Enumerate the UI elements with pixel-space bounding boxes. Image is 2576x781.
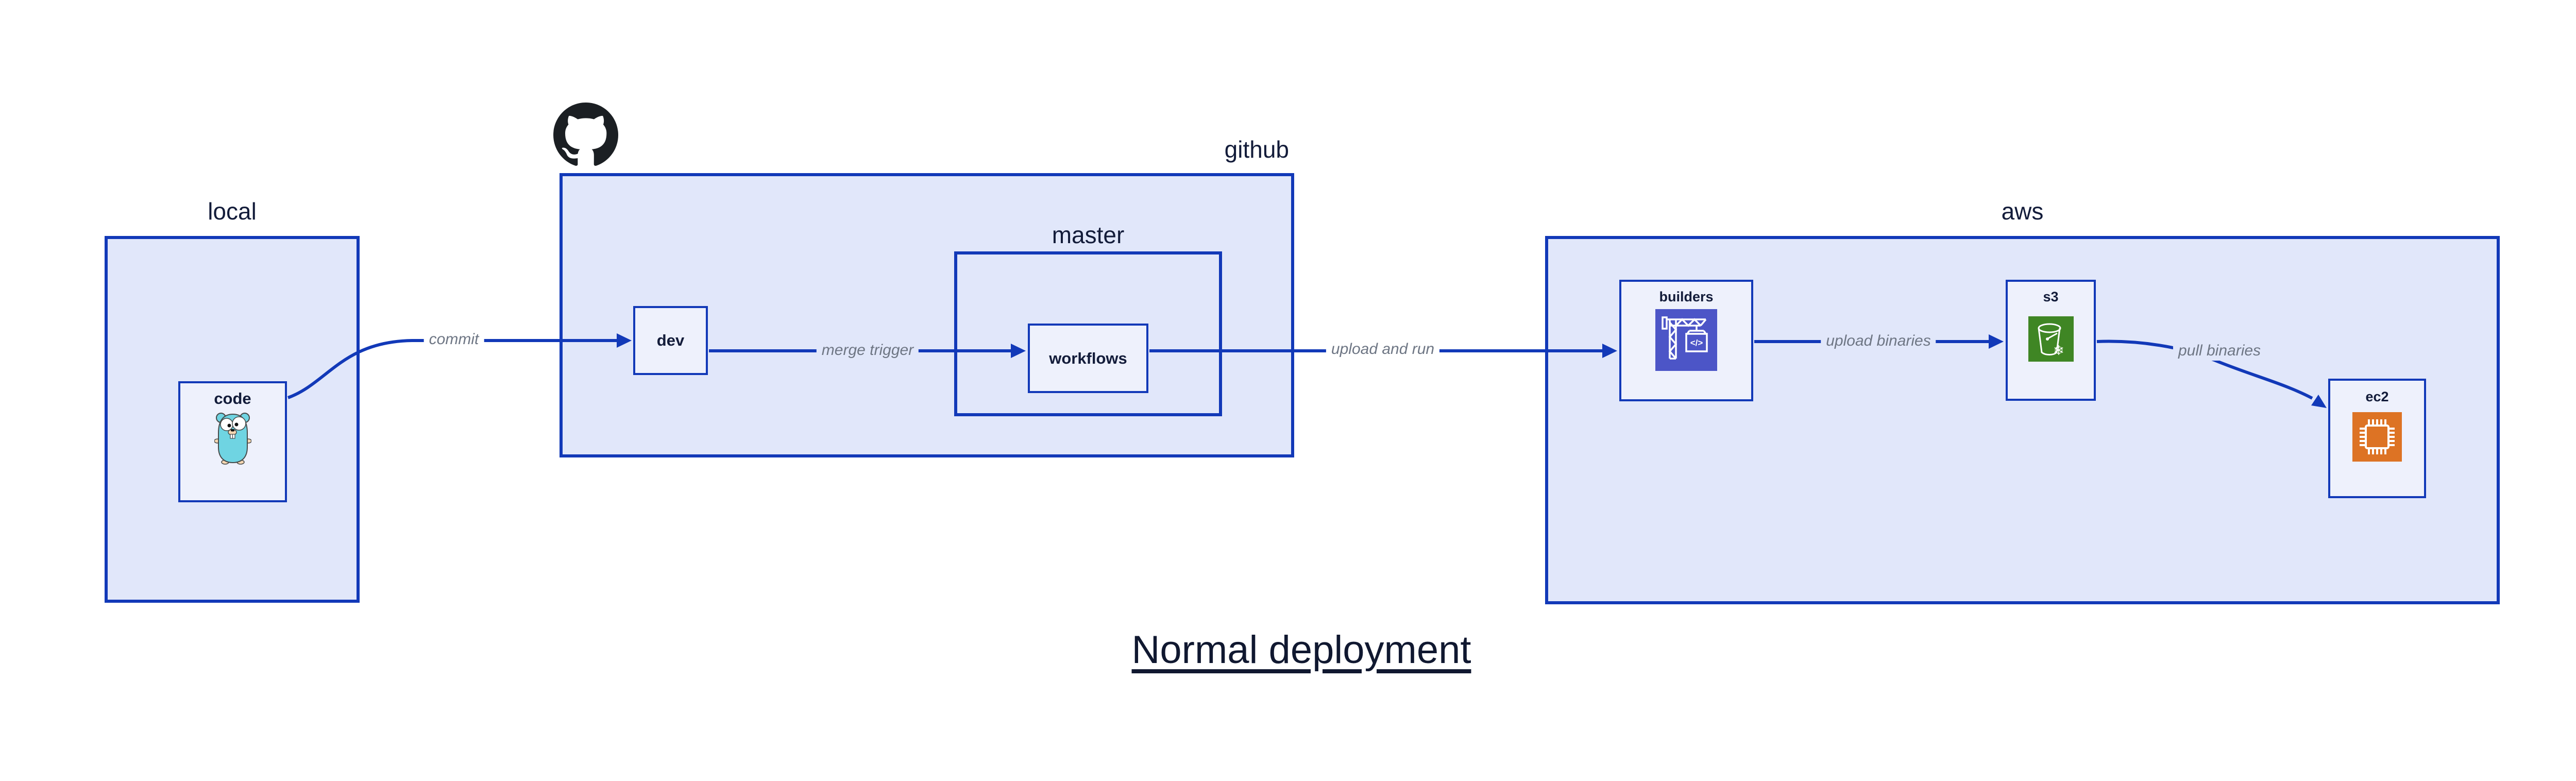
master-label: master	[1052, 222, 1125, 248]
node-builders: builders </>	[1619, 280, 1753, 401]
node-ec2-label: ec2	[2365, 389, 2389, 404]
local-label: local	[208, 198, 257, 225]
go-gopher-icon	[214, 413, 251, 465]
node-dev-label: dev	[656, 331, 685, 349]
node-s3-label: s3	[2043, 289, 2059, 304]
edge-merge-trigger-label: merge trigger	[816, 341, 919, 360]
edge-commit-label: commit	[423, 330, 484, 349]
node-s3: s3 ❄	[2006, 280, 2096, 401]
edge-commit	[287, 333, 632, 399]
codebuild-code-glyph: </>	[1690, 338, 1703, 348]
aws-label: aws	[2001, 198, 2044, 225]
node-ec2: ec2	[2328, 379, 2426, 498]
node-code-label: code	[214, 389, 251, 408]
node-workflows-label: workflows	[1049, 349, 1127, 367]
node-code: code	[178, 381, 287, 502]
github-octocat-icon	[553, 103, 618, 166]
node-workflows: workflows	[1028, 324, 1148, 393]
ec2-chip-icon	[2352, 412, 2402, 462]
edge-upload-binaries-label: upload binaries	[1821, 331, 1936, 351]
github-label: github	[1224, 136, 1289, 163]
edge-pull-binaries-label: pull binaries	[2173, 341, 2266, 361]
codebuild-crane-icon: </>	[1655, 309, 1717, 371]
node-dev: dev	[633, 306, 708, 375]
s3-bucket-icon: ❄	[2028, 316, 2074, 362]
diagram-title: Normal deployment	[1131, 628, 1471, 672]
node-builders-label: builders	[1659, 289, 1714, 304]
s3-snowflake-glyph: ❄	[2053, 343, 2064, 359]
edge-upload-and-run-label: upload and run	[1326, 339, 1440, 359]
